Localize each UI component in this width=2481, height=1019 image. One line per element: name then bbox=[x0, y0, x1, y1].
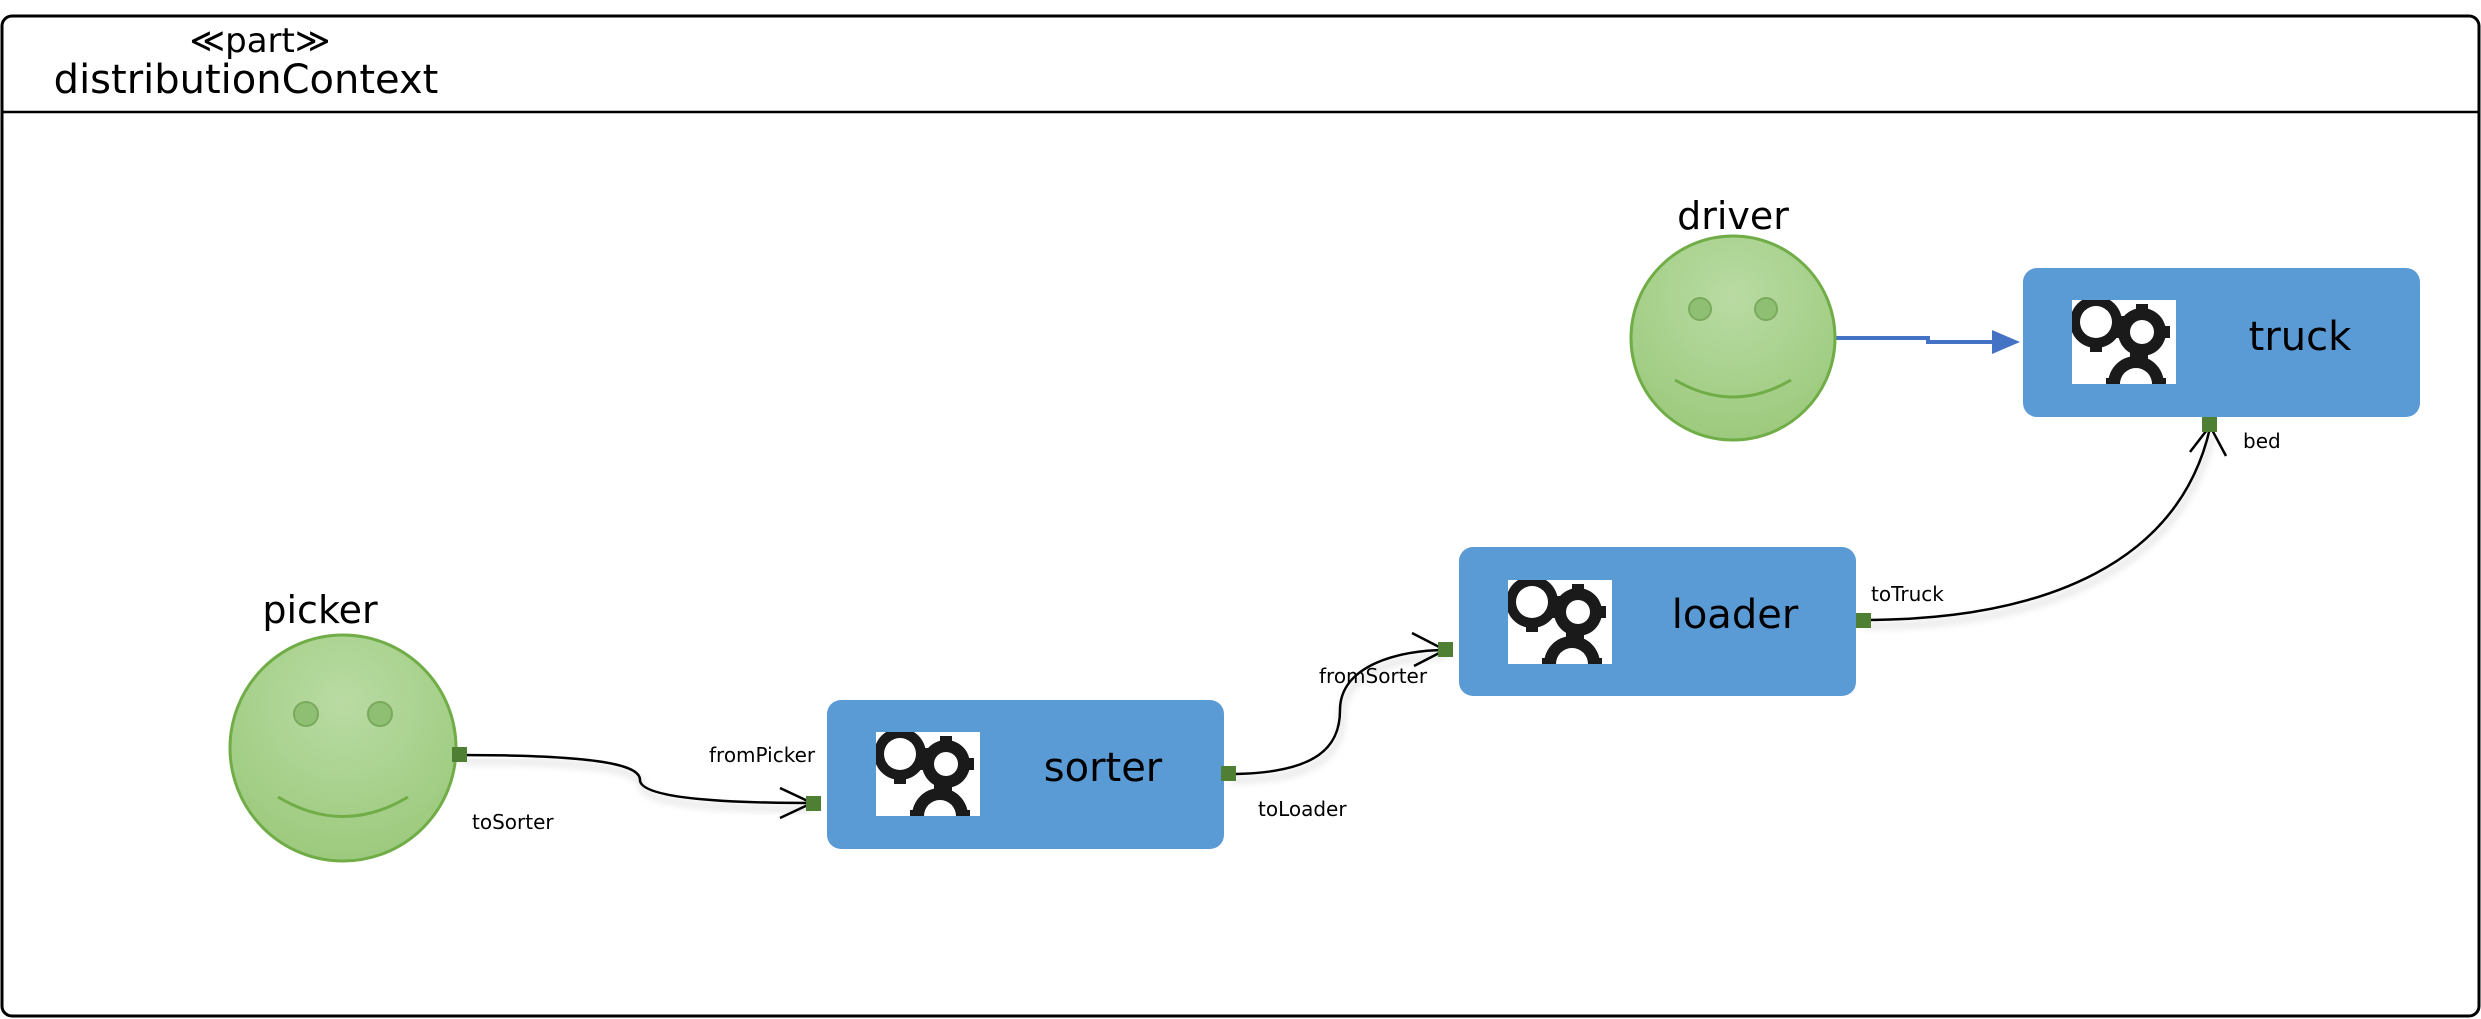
port-bed[interactable] bbox=[2202, 417, 2217, 432]
port-fromPicker[interactable] bbox=[806, 796, 821, 811]
port-label-fromSorter: fromSorter bbox=[1319, 664, 1428, 688]
port-toTruck[interactable] bbox=[1856, 613, 1871, 628]
port-fromSorter[interactable] bbox=[1438, 642, 1453, 657]
actor-label-picker: picker bbox=[262, 588, 378, 632]
frame-stereotype: ≪part≫ bbox=[190, 21, 331, 61]
port-label-toTruck: toTruck bbox=[1871, 582, 1944, 606]
port-labels: toSorter fromPicker toLoader fromSorter … bbox=[472, 429, 2281, 834]
connector-loader-truck[interactable] bbox=[1862, 427, 2212, 622]
part-frame: ≪part≫ distributionContext bbox=[0, 14, 2481, 1018]
actor-label-driver: driver bbox=[1677, 194, 1789, 238]
port-toSorter[interactable] bbox=[452, 747, 467, 762]
actor-driver[interactable]: driver bbox=[1629, 194, 1837, 442]
block-label-truck: truck bbox=[2249, 314, 2352, 360]
smiley-face-icon bbox=[228, 633, 458, 863]
port-toLoader[interactable] bbox=[1221, 766, 1236, 781]
block-truck[interactable]: truck bbox=[2023, 268, 2420, 417]
port-label-fromPicker: fromPicker bbox=[709, 743, 816, 767]
block-label-sorter: sorter bbox=[1044, 745, 1163, 791]
port-label-toSorter: toSorter bbox=[472, 810, 554, 834]
actor-picker[interactable]: picker bbox=[228, 588, 458, 863]
block-label-loader: loader bbox=[1672, 592, 1799, 638]
arrowhead-association bbox=[1992, 330, 2020, 354]
smiley-face-icon bbox=[1629, 234, 1837, 442]
ports bbox=[452, 417, 2217, 811]
association-driver-truck[interactable] bbox=[1834, 336, 2000, 344]
block-loader[interactable]: loader bbox=[1459, 547, 1856, 696]
port-label-toLoader: toLoader bbox=[1258, 797, 1347, 821]
frame-title: distributionContext bbox=[54, 57, 439, 103]
block-sorter[interactable]: sorter bbox=[827, 700, 1224, 849]
connector-picker-sorter[interactable] bbox=[457, 753, 811, 805]
connector-sorter-loader[interactable] bbox=[1227, 648, 1446, 776]
port-label-bed: bed bbox=[2243, 429, 2281, 453]
